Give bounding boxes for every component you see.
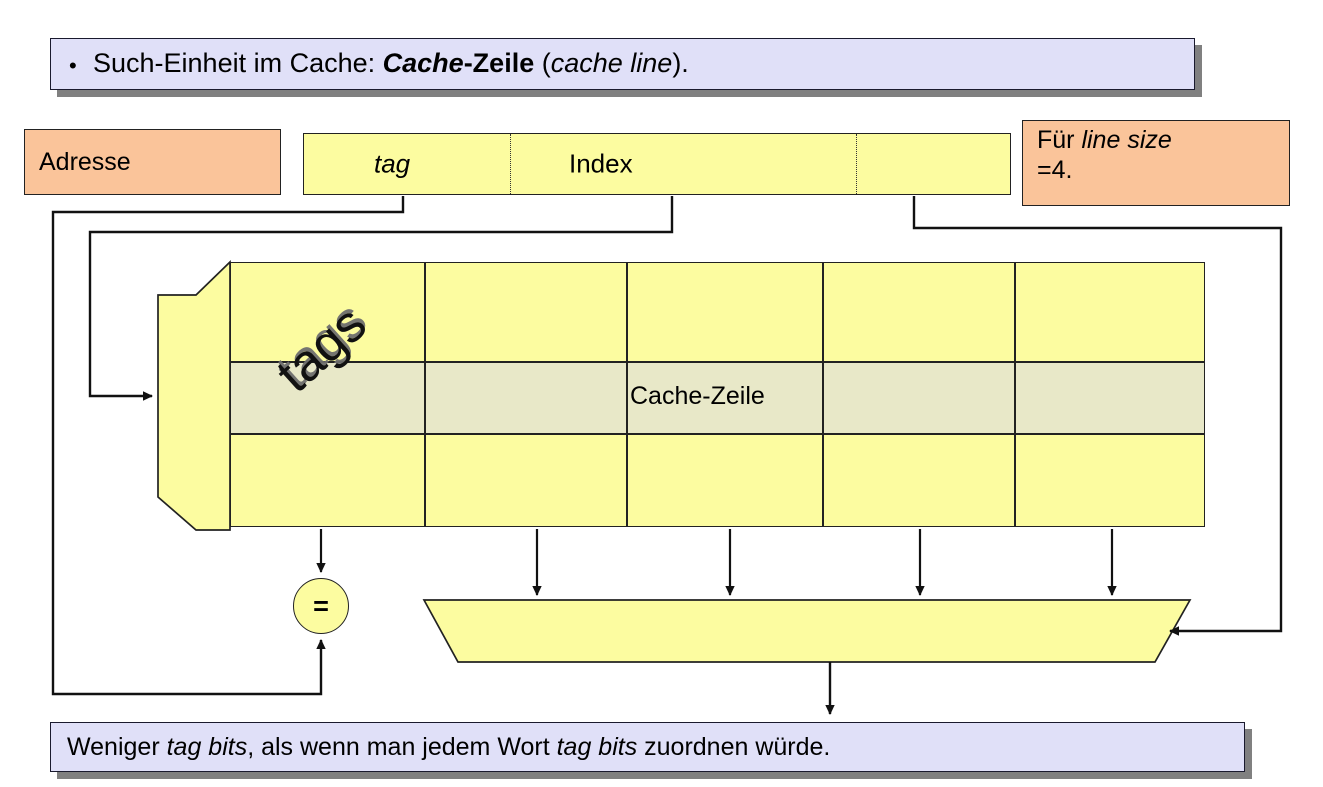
slide-footer-callout: Weniger tag bits, als wenn man jedem Wor… [50,722,1245,772]
cache-array: Cache-Zeile [230,262,1205,527]
address-divider-tag-index [510,134,511,194]
note-line1-plain: Für [1037,126,1082,154]
comparator-symbol: = [313,590,329,621]
address-label-box: Adresse [24,129,281,195]
word-multiplexer-shape [422,599,1192,663]
footer-italic1: tag bits [166,732,248,761]
slide-title-callout: • Such-Einheit im Cache: Cache-Zeile (cac… [50,38,1195,90]
cache-cell-r2-tags [230,434,425,527]
slide-title-text: • Such-Einheit im Cache: Cache-Zeile (cac… [51,48,689,79]
line-size-note-box: Für line size =4. [1022,120,1290,206]
title-term-zeile: -Zeile [463,48,535,79]
cache-cell-r1-tags [230,362,425,434]
cache-cell-r1-w1 [627,362,823,434]
footer-italic2: tag bits [556,732,638,761]
wire-index-to-decoder [88,196,674,401]
cache-cell-r2-w0 [425,434,627,527]
wire-offset-to-mux [912,196,1283,636]
title-paren-close: ). [672,48,689,79]
cache-cell-r1-w0 [425,362,627,434]
address-segment-tag-label: tag [374,148,411,179]
cache-cell-r0-w0 [425,262,627,362]
title-term-english: cache line [550,48,673,79]
note-line2: =4. [1037,155,1073,184]
footer-part3: zuordnen würde. [637,732,831,761]
cache-cell-r1-w3 [1015,362,1205,434]
cache-line-label: Cache-Zeile [630,382,765,410]
slide-footer-text: Weniger tag bits, als wenn man jedem Wor… [51,733,830,762]
footer-part1: Weniger [67,732,167,761]
cache-cell-r2-w3 [1015,434,1205,527]
bullet-icon: • [69,52,77,78]
cache-cell-r0-w1 [627,262,823,362]
cache-cell-r2-w1 [627,434,823,527]
address-segment-index-label: Index [569,148,633,179]
line-size-note-text: Für line size =4. [1023,121,1172,185]
address-bar: tag Index [303,133,1011,195]
footer-part2: , als wenn man jedem Wort [247,732,557,761]
address-label-text: Adresse [39,147,131,176]
wire-tag-to-comparator [51,196,405,696]
title-lead: Such-Einheit im Cache: [93,48,383,79]
cache-cell-r0-w2 [823,262,1015,362]
cache-cell-r1-w2 [823,362,1015,434]
cache-cell-r2-w2 [823,434,1015,527]
cache-cell-r0-tags [230,262,425,362]
cache-cell-r0-w3 [1015,262,1205,362]
title-paren-open: ( [534,48,551,79]
address-divider-index-offset [856,134,857,194]
index-decoder-shape [157,259,231,531]
title-term-cache: Cache [382,48,464,79]
note-line1-italic: line size [1081,126,1172,154]
tag-comparator: = [293,578,349,634]
